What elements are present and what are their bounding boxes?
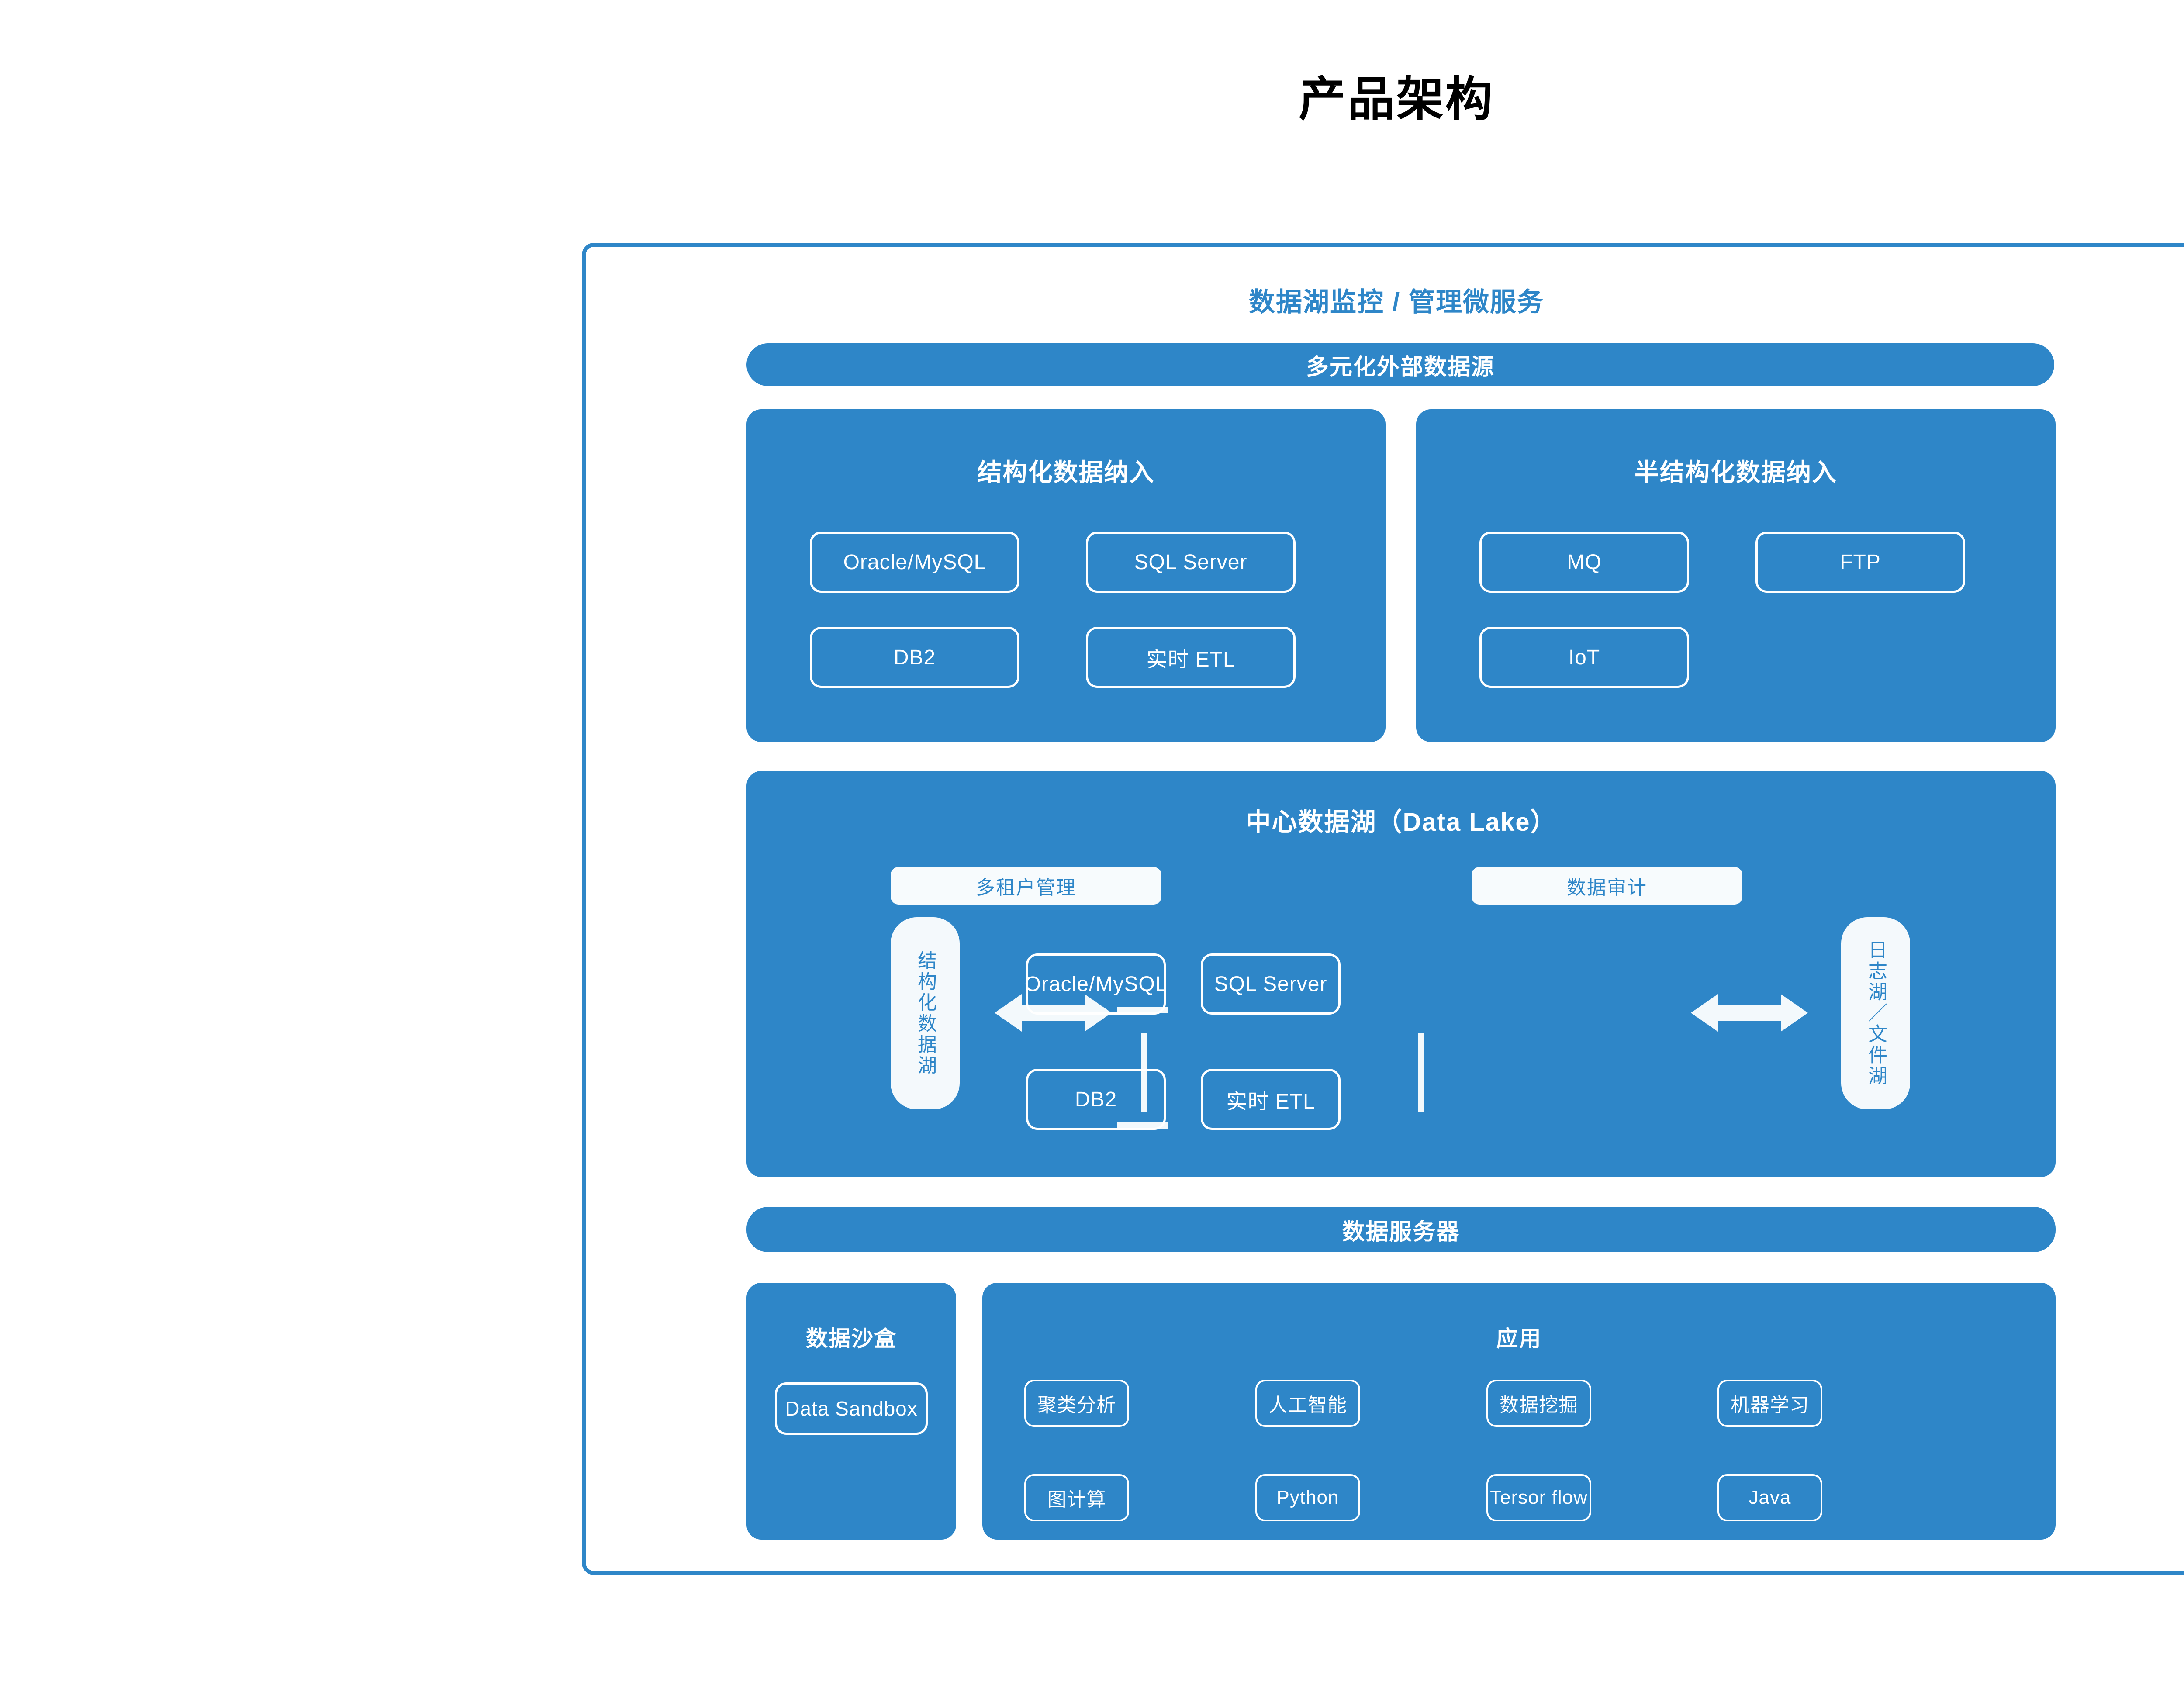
structured-ingest-panel: 结构化数据纳入 Oracle/MySQL SQL Server DB2 实时 E…	[746, 409, 1386, 742]
application-panel: 应用 聚类分析 人工智能 数据挖掘 机器学习 图计算 Python Tersor…	[982, 1283, 2056, 1540]
data-sandbox-title: 数据沙盒	[806, 1326, 897, 1351]
data-sandbox-panel: 数据沙盒 Data Sandbox	[746, 1283, 956, 1540]
chip-artificial-intelligence[interactable]: 人工智能	[1255, 1380, 1360, 1427]
semi-structured-ingest-title: 半结构化数据纳入	[1635, 459, 1837, 486]
external-sources-label: 多元化外部数据源	[1306, 354, 1495, 380]
application-title: 应用	[1496, 1326, 1542, 1351]
chip-machine-learning[interactable]: 机器学习	[1717, 1380, 1822, 1427]
pill-multi-tenant[interactable]: 多租户管理	[891, 867, 1161, 905]
pill-data-audit[interactable]: 数据审计	[1472, 867, 1742, 905]
connector-sqlserver-to-etl	[1418, 1033, 1424, 1112]
chip-sql-server[interactable]: SQL Server	[1086, 532, 1296, 593]
chip-data-mining[interactable]: 数据挖掘	[1486, 1380, 1591, 1427]
chip-ftp[interactable]: FTP	[1755, 532, 1965, 593]
chip-cluster-analysis[interactable]: 聚类分析	[1024, 1380, 1129, 1427]
chip-python[interactable]: Python	[1255, 1474, 1360, 1521]
connector-oracle-to-db2	[1141, 1033, 1147, 1112]
external-sources-band: 多元化外部数据源	[746, 343, 2054, 386]
data-server-band: 数据服务器	[746, 1207, 2056, 1252]
data-lake-title: 中心数据湖（Data Lake）	[1245, 808, 1557, 836]
structured-ingest-title: 结构化数据纳入	[977, 459, 1155, 486]
vertical-label-structured-lake: 结构化数据湖	[891, 917, 960, 1109]
chip-db2[interactable]: DB2	[810, 627, 1019, 688]
frame-title: 数据湖监控 / 管理微服务	[1248, 287, 1544, 317]
node-realtime-etl[interactable]: 实时 ETL	[1201, 1069, 1341, 1130]
chip-data-sandbox[interactable]: Data Sandbox	[775, 1382, 928, 1435]
architecture-frame: 数据湖监控 / 管理微服务 多元化外部数据源 结构化数据纳入 Oracle/My…	[582, 243, 2184, 1575]
chip-java[interactable]: Java	[1717, 1474, 1822, 1521]
central-data-lake-panel: 中心数据湖（Data Lake） 多租户管理 数据审计 结构化数据湖 日志湖／文…	[746, 771, 2056, 1177]
chip-graph-computing[interactable]: 图计算	[1024, 1474, 1129, 1521]
data-server-label: 数据服务器	[1342, 1219, 1460, 1245]
chip-realtime-etl[interactable]: 实时 ETL	[1086, 627, 1296, 688]
node-db2[interactable]: DB2	[1026, 1069, 1166, 1130]
chip-oracle-mysql[interactable]: Oracle/MySQL	[810, 532, 1019, 593]
page-title: 产品架构	[1298, 73, 1494, 125]
chip-iot[interactable]: IoT	[1479, 627, 1689, 688]
node-oracle-mysql[interactable]: Oracle/MySQL	[1025, 953, 1167, 1015]
node-sql-server[interactable]: SQL Server	[1201, 953, 1341, 1015]
vertical-label-log-file-lake: 日志湖／文件湖	[1841, 917, 1910, 1109]
chip-tensor-flow[interactable]: Tersor flow	[1486, 1474, 1591, 1521]
right-bidirectional-arrow	[1691, 991, 1808, 1034]
semi-structured-ingest-panel: 半结构化数据纳入 MQ FTP IoT	[1416, 409, 2056, 742]
chip-mq[interactable]: MQ	[1479, 532, 1689, 593]
